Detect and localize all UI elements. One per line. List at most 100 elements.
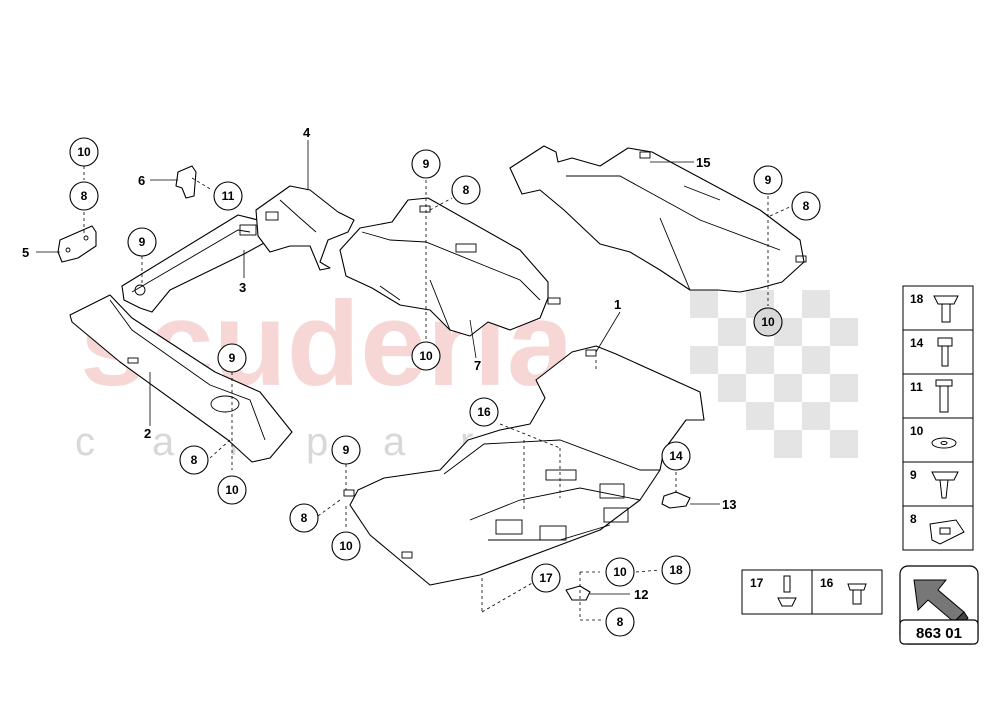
part-number-labels: 5 6 3 4 2 7 15 1 13 12 <box>22 125 736 602</box>
part-3-duct[interactable] <box>121 214 267 313</box>
svg-text:14: 14 <box>910 336 924 350</box>
callouts: 10 8 11 9 9 8 10 9 8 10 9 8 10 16 14 9 8… <box>69 137 821 637</box>
legend-item-8[interactable]: 8 <box>910 512 965 545</box>
callout-10[interactable]: 10 <box>69 137 99 167</box>
part-5-bracket[interactable] <box>57 225 97 263</box>
rivet-icon <box>777 575 797 607</box>
part-label-7: 7 <box>474 358 481 373</box>
callout-8[interactable]: 8 <box>289 503 319 533</box>
legend-item-11[interactable]: 11 <box>910 379 953 413</box>
screw-icon <box>847 583 867 605</box>
callout-18[interactable]: 18 <box>661 555 691 585</box>
direction-badge: 863 01 <box>899 565 979 645</box>
spring-clip-icon <box>929 519 965 545</box>
svg-text:10: 10 <box>339 539 353 553</box>
svg-text:9: 9 <box>229 351 236 365</box>
svg-text:8: 8 <box>81 189 88 203</box>
callout-8[interactable]: 8 <box>69 181 99 211</box>
svg-text:10: 10 <box>77 145 91 159</box>
part-4-bracket[interactable] <box>255 185 355 271</box>
part-label-4: 4 <box>303 125 311 140</box>
svg-text:9: 9 <box>139 235 146 249</box>
legend-item-18[interactable]: 18 <box>910 292 959 323</box>
clip-fastener-icon <box>933 295 959 323</box>
svg-text:8: 8 <box>803 199 810 213</box>
bolt-icon <box>935 379 953 413</box>
svg-text:16: 16 <box>477 405 491 419</box>
svg-text:18: 18 <box>669 563 683 577</box>
part-label-2: 2 <box>144 426 151 441</box>
legend-item-10[interactable]: 10 <box>910 424 957 449</box>
svg-text:17: 17 <box>750 576 764 590</box>
part-15-rear-cover[interactable] <box>509 145 807 293</box>
part-label-5: 5 <box>22 245 29 260</box>
svg-text:10: 10 <box>910 424 924 438</box>
callout-10[interactable]: 10 <box>605 557 635 587</box>
svg-text:10: 10 <box>419 349 433 363</box>
push-rivet-icon <box>931 471 959 499</box>
callout-8[interactable]: 8 <box>179 445 209 475</box>
svg-text:9: 9 <box>423 157 430 171</box>
svg-text:18: 18 <box>910 292 924 306</box>
callout-11[interactable]: 11 <box>213 181 243 211</box>
part-label-1: 1 <box>614 297 621 312</box>
watermark-letter: a <box>152 420 175 464</box>
callout-10[interactable]: 10 <box>753 307 783 337</box>
callout-10[interactable]: 10 <box>331 531 361 561</box>
svg-text:16: 16 <box>820 576 834 590</box>
callout-9[interactable]: 9 <box>331 435 361 465</box>
watermark-letter: c <box>75 420 95 464</box>
legend-item-9[interactable]: 9 <box>910 468 959 499</box>
svg-text:14: 14 <box>669 449 683 463</box>
svg-text:9: 9 <box>910 468 917 482</box>
svg-text:8: 8 <box>463 183 470 197</box>
part-1-underbody-panel[interactable] <box>343 345 705 586</box>
part-label-6: 6 <box>138 173 145 188</box>
callout-9[interactable]: 9 <box>753 165 783 195</box>
callout-9[interactable]: 9 <box>127 227 157 257</box>
legend-item-16[interactable]: 16 <box>820 576 867 605</box>
svg-text:8: 8 <box>617 615 624 629</box>
screw-icon <box>937 337 953 367</box>
svg-text:8: 8 <box>910 512 917 526</box>
watermark-letter: p <box>306 420 328 464</box>
svg-text:11: 11 <box>910 380 923 394</box>
part-label-15: 15 <box>696 155 710 170</box>
part-2-side-rail[interactable] <box>69 294 293 463</box>
part-13-clip[interactable] <box>661 491 691 509</box>
diagram-number: 863 01 <box>916 625 962 642</box>
svg-text:10: 10 <box>225 483 239 497</box>
callout-8[interactable]: 8 <box>791 191 821 221</box>
legend-item-17[interactable]: 17 <box>750 575 797 607</box>
callout-16[interactable]: 16 <box>469 397 499 427</box>
watermark-letter: a <box>383 420 406 464</box>
svg-text:8: 8 <box>191 453 198 467</box>
legend-item-14[interactable]: 14 <box>910 336 953 367</box>
svg-text:11: 11 <box>222 189 235 203</box>
callout-10[interactable]: 10 <box>411 341 441 371</box>
svg-text:8: 8 <box>301 511 308 525</box>
callout-9[interactable]: 9 <box>411 149 441 179</box>
hardware-legend-bottom: 17 16 <box>741 569 883 615</box>
callout-8[interactable]: 8 <box>451 175 481 205</box>
part-12-clip[interactable] <box>565 585 591 601</box>
callout-10[interactable]: 10 <box>217 475 247 505</box>
hardware-legend-right: 18 14 11 10 <box>902 285 974 551</box>
part-label-12: 12 <box>634 587 648 602</box>
callout-9[interactable]: 9 <box>217 343 247 373</box>
checkered-flag-icon <box>690 290 858 458</box>
svg-text:10: 10 <box>613 565 627 579</box>
part-6-clip[interactable] <box>175 165 197 199</box>
svg-text:9: 9 <box>765 173 772 187</box>
callout-14[interactable]: 14 <box>661 441 691 471</box>
callout-8[interactable]: 8 <box>605 607 635 637</box>
part-label-13: 13 <box>722 497 736 512</box>
washer-icon <box>931 437 957 449</box>
svg-text:10: 10 <box>761 315 775 329</box>
leader-lines <box>36 140 793 621</box>
svg-text:9: 9 <box>343 443 350 457</box>
callout-17[interactable]: 17 <box>531 563 561 593</box>
svg-text:17: 17 <box>539 571 553 585</box>
